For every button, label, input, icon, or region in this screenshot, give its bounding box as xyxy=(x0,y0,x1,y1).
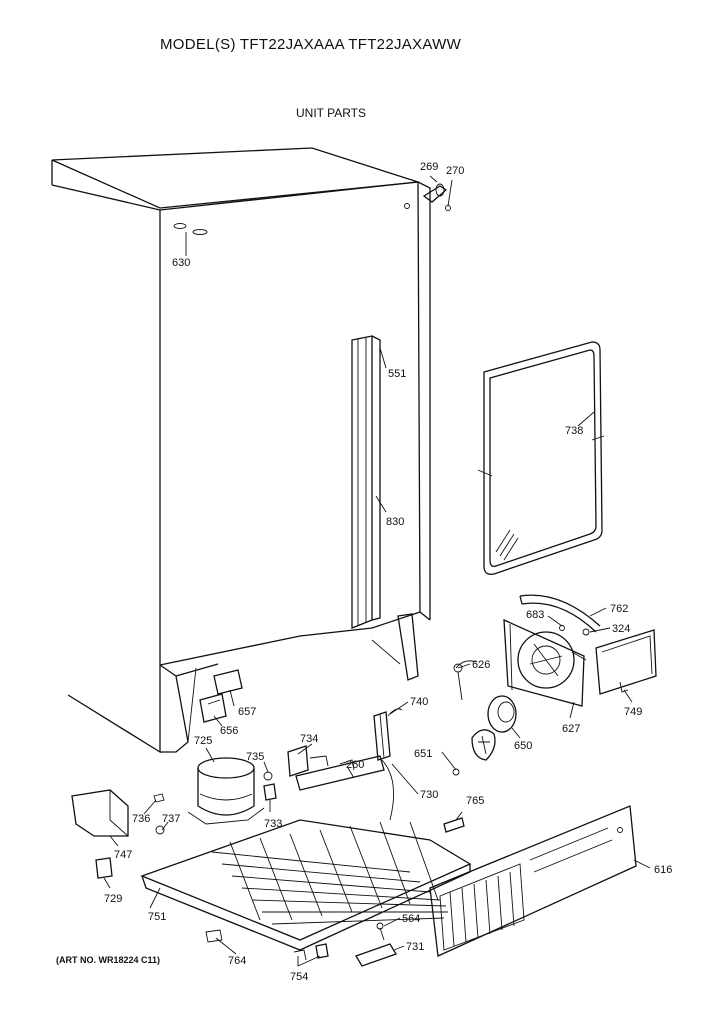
rear-panel-drawing xyxy=(429,805,637,957)
part-label-765: 765 xyxy=(466,795,484,807)
part-label-737: 737 xyxy=(162,813,180,825)
part-label-764: 764 xyxy=(228,955,246,967)
part-label-747: 747 xyxy=(114,849,132,861)
small-hardware-drawing xyxy=(205,817,465,967)
part-label-734: 734 xyxy=(300,733,318,745)
part-label-740: 740 xyxy=(410,696,428,708)
part-label-626: 626 xyxy=(472,659,490,671)
part-label-630: 630 xyxy=(172,257,190,269)
part-label-736: 736 xyxy=(132,813,150,825)
leader-lines xyxy=(103,232,651,967)
compressor-drawing xyxy=(153,757,277,835)
part-label-830: 830 xyxy=(386,516,404,528)
part-label-324: 324 xyxy=(612,623,630,635)
relay-and-bracket-drawing xyxy=(287,745,385,791)
fan-motor-drawing xyxy=(452,660,517,776)
part-label-269: 269 xyxy=(420,161,438,173)
part-label-735: 735 xyxy=(246,751,264,763)
part-label-725: 725 xyxy=(194,735,212,747)
part-label-651: 651 xyxy=(414,748,432,760)
part-label-762: 762 xyxy=(610,603,628,615)
part-label-616: 616 xyxy=(654,864,672,876)
heater-loop-drawing xyxy=(477,341,605,575)
part-label-749: 749 xyxy=(624,706,642,718)
part-label-656: 656 xyxy=(220,725,238,737)
page-title: MODEL(S) TFT22JAXAAA TFT22JAXAWW xyxy=(160,36,462,53)
part-label-754: 754 xyxy=(290,971,308,983)
art-number: (ART NO. WR18224 C11) xyxy=(56,955,161,965)
part-label-729: 729 xyxy=(104,893,122,905)
part-label-731: 731 xyxy=(406,941,424,953)
hinge-parts-drawing xyxy=(422,175,453,211)
fan-housing-drawing xyxy=(503,618,587,707)
cabinet-drawing xyxy=(51,147,431,754)
part-label-650: 650 xyxy=(514,740,532,752)
part-label-751: 751 xyxy=(148,911,166,923)
defrost-element-drawing xyxy=(373,708,403,761)
section-subtitle: UNIT PARTS xyxy=(296,106,367,120)
part-label-551: 551 xyxy=(388,368,406,380)
relay-brackets-drawing xyxy=(199,669,243,723)
condenser-and-base-drawing xyxy=(140,759,472,951)
cover-and-capacitor-drawing xyxy=(71,789,129,879)
part-label-657: 657 xyxy=(238,706,256,718)
part-label-730: 730 xyxy=(420,789,438,801)
part-label-733: 733 xyxy=(264,818,282,830)
part-label-270: 270 xyxy=(446,165,464,177)
part-labels: 269 270 630 551 738 830 683 762 324 626 … xyxy=(104,161,672,983)
part-label-627: 627 xyxy=(562,723,580,735)
part-label-738: 738 xyxy=(565,425,583,437)
part-label-683: 683 xyxy=(526,609,544,621)
part-label-260: 260 xyxy=(346,759,364,771)
control-board-drawing xyxy=(595,629,657,695)
part-label-564: 564 xyxy=(402,913,420,925)
